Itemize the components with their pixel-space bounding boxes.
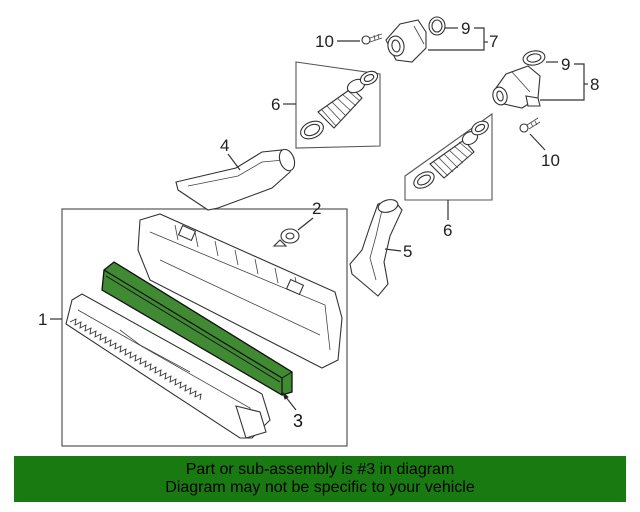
seal-ring-part-9-top[interactable] [428, 16, 446, 36]
info-banner: Part or sub-assembly is #3 in diagram Di… [14, 456, 626, 502]
banner-line-1: Part or sub-assembly is #3 in diagram [185, 461, 455, 478]
air-filter-part-3[interactable] [101, 261, 293, 396]
connector-part-7[interactable] [385, 19, 427, 63]
callout-10-right: 10 [541, 151, 560, 170]
intake-duct-part-4[interactable] [175, 147, 297, 211]
banner-line-2: Diagram may not be specific to your vehi… [165, 479, 475, 496]
callout-3: 3 [293, 411, 303, 431]
callout-10-top: 10 [315, 32, 334, 51]
callout-7: 7 [489, 32, 498, 51]
callout-6-left: 6 [271, 95, 280, 114]
lower-housing-part[interactable] [65, 293, 271, 439]
callout-5: 5 [403, 242, 412, 261]
callout-9-right: 9 [561, 55, 570, 74]
assembly-1-frame [61, 208, 348, 447]
connector-part-8[interactable] [491, 65, 541, 109]
boot-part-6-left[interactable] [298, 69, 380, 143]
seal-ring-part-9-right[interactable] [522, 49, 546, 67]
boot-group-frame-left [295, 61, 381, 149]
callout-6-right: 6 [443, 221, 452, 240]
boot-part-6-right[interactable] [411, 118, 491, 191]
upper-housing-part[interactable] [137, 213, 343, 369]
callout-4: 4 [220, 136, 229, 155]
bolt-part-10-right[interactable] [519, 117, 541, 133]
callout-1: 1 [38, 310, 47, 329]
boot-group-frame-right [404, 112, 493, 201]
callout-8: 8 [590, 75, 599, 94]
callout-9-top: 9 [461, 19, 470, 38]
callout-2: 2 [312, 199, 321, 218]
intake-duct-part-5[interactable] [349, 198, 403, 297]
bolt-part-10-top[interactable] [361, 33, 383, 45]
clip-part-2[interactable] [272, 228, 300, 247]
